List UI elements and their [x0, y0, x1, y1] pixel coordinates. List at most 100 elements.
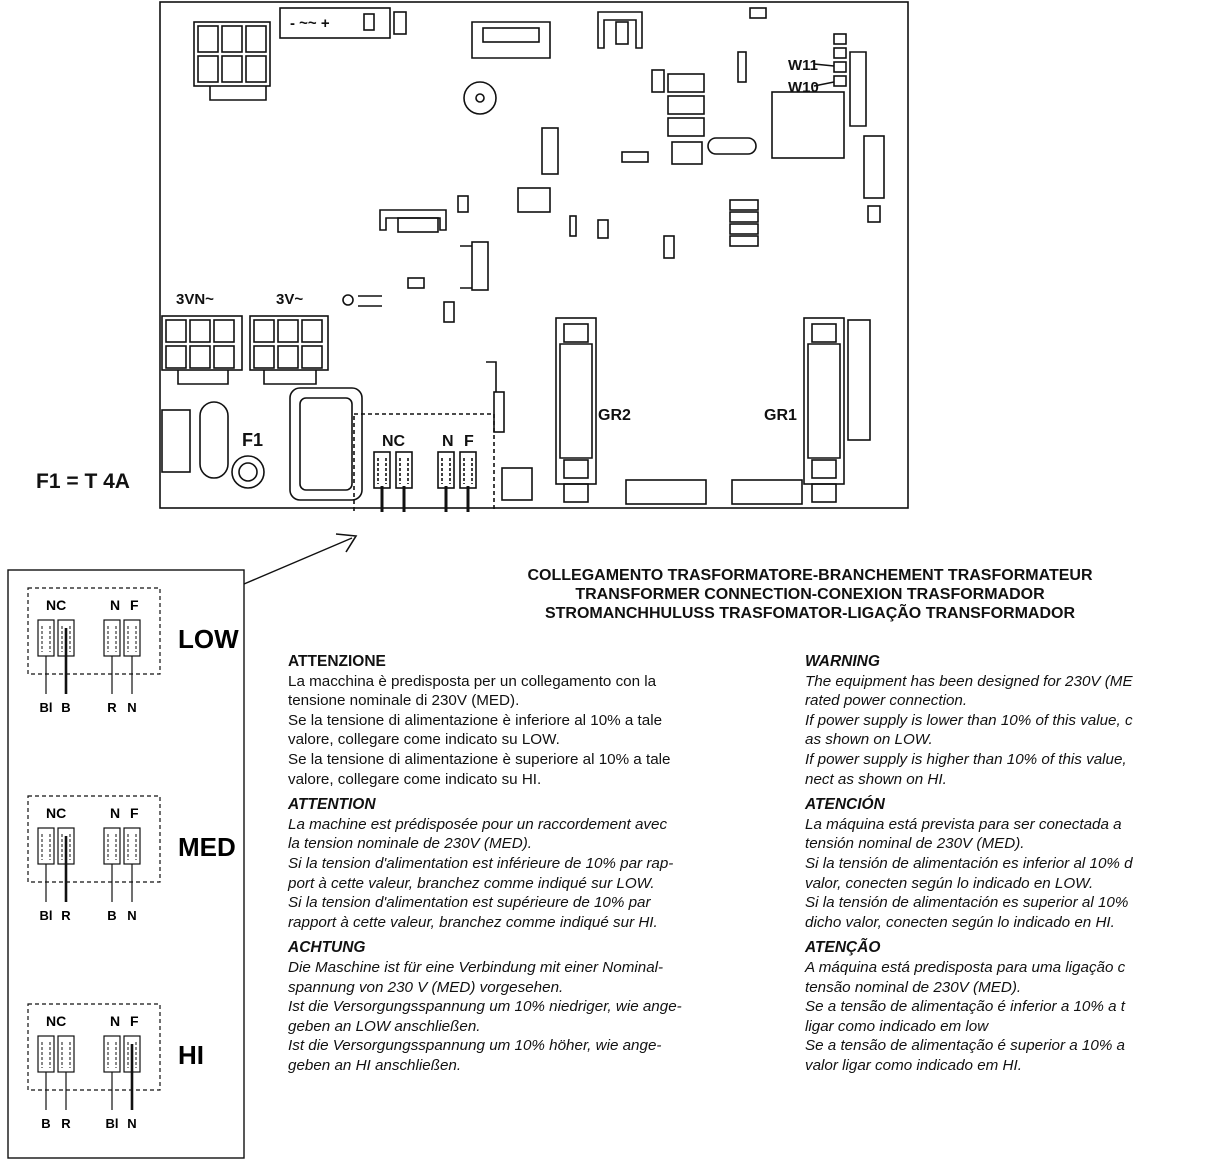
section-heading: ACHTUNG	[288, 939, 366, 957]
section-heading: ATENÇÃO	[805, 939, 881, 957]
section-text-line: Si la tension d'alimentation est supérie…	[288, 894, 651, 912]
section-heading: WARNING	[805, 653, 880, 670]
config-f-label: F	[130, 597, 139, 613]
section-text-line: If power supply is higher than 10% of th…	[805, 750, 1127, 768]
callout-arrow	[335, 533, 358, 553]
config-f-label: F	[130, 805, 139, 821]
config-box	[27, 795, 161, 883]
config-mode-label: HI	[178, 1040, 204, 1070]
wire-color-label: B	[61, 700, 70, 715]
microcontroller	[771, 91, 845, 159]
terminal-highlight-box	[353, 413, 495, 512]
section-heading: ATENCIÓN	[805, 796, 885, 814]
terminal	[103, 1035, 121, 1073]
connector-3v	[249, 315, 329, 371]
label-w10: W10	[788, 79, 819, 96]
section-text-line: Ist die Versorgungsspannung um 10% höher…	[288, 1037, 662, 1055]
wire-color-label: Bl	[106, 1116, 119, 1131]
label-w11: W11	[788, 57, 818, 74]
section-text-line: If power supply is lower than 10% of thi…	[805, 711, 1133, 729]
terminal	[37, 827, 55, 865]
section-text-line: Die Maschine ist für eine Verbindung mit…	[288, 958, 664, 976]
wire-color-label: R	[61, 908, 71, 923]
label-3v: 3V~	[276, 291, 303, 308]
section-text-line: Ist die Versorgungsspannung um 10% niedr…	[288, 998, 682, 1016]
config-nc-label: NC	[46, 1013, 66, 1029]
section-heading: ATTENTION	[288, 796, 376, 814]
section-text-line: geben an LOW anschließen.	[288, 1017, 481, 1035]
section-text-line: ligar como indicado em low	[805, 1017, 989, 1035]
section-text-line: Si la tension d'alimentation est inférie…	[288, 854, 674, 872]
terminal	[57, 1035, 75, 1073]
config-n-label: N	[110, 1013, 120, 1029]
diagram-titles: COLLEGAMENTO TRASFORMATORE-BRANCHEMENT T…	[405, 566, 1215, 623]
connector-gr2	[555, 317, 597, 485]
fuse-rating-label: F1 = T 4A	[36, 470, 130, 493]
label-3vn: 3VN~	[176, 291, 214, 308]
section-text-line: A máquina está predisposta para uma liga…	[805, 958, 1126, 976]
wire-color-label: B	[107, 908, 116, 923]
section-text-line: rapport à cette valeur, branchez comme i…	[288, 913, 658, 931]
connector-top-left	[193, 21, 271, 87]
config-f-label: F	[130, 1013, 139, 1029]
section-text-line: Se la tensione di alimentazione è inferi…	[288, 711, 663, 729]
label-dc: - ~~ +	[290, 15, 330, 32]
callout-frame	[7, 569, 245, 1159]
section-text-line: Se a tensão de alimentação é inferior a …	[805, 998, 1125, 1016]
wire-color-label: B	[41, 1116, 50, 1131]
label-n: N	[442, 433, 454, 450]
section-text-line: spannung von 230 V (MED) vorgesehen.	[288, 978, 564, 996]
section-text-line: Si la tensión de alimentación es superio…	[805, 894, 1129, 912]
section-text-line: La machine est prédisposée pour un racco…	[288, 815, 668, 833]
section-text-line: valor ligar como indicado em HI.	[805, 1056, 1022, 1074]
section-text-line: rated power connection.	[805, 692, 968, 710]
label-f: F	[464, 433, 474, 450]
instructions-right-column: WARNING The equipment has been designed f…	[805, 652, 1223, 1075]
config-mode-label: LOW	[178, 624, 239, 654]
section-text-line: valore, collegare come indicato su HI.	[288, 770, 542, 788]
section-text-line: La macchina è predisposta per un collega…	[288, 672, 657, 690]
section-text-line: nect as shown on HI.	[805, 770, 947, 788]
section-text-line: port à cette valeur, branchez comme indi…	[288, 874, 655, 892]
section-text-line: The equipment has been designed for 230V…	[805, 672, 1133, 690]
title-line-3: STROMANCHHULUSS TRASFOMATOR-LIGAÇÃO TRAN…	[544, 605, 1076, 622]
instructions-left-column: ATTENZIONE La macchina è predisposta per …	[288, 652, 808, 1075]
label-gr2: GR2	[598, 407, 631, 424]
wire-color-label: R	[107, 700, 117, 715]
section-text-line: tensão nominal de 230V (MED).	[805, 978, 1022, 996]
terminal	[123, 619, 141, 657]
buzzer	[463, 81, 497, 115]
section-text-line: Se a tensão de alimentação é superior a …	[805, 1037, 1125, 1055]
section-heading: ATTENZIONE	[288, 653, 386, 670]
label-nc: NC	[382, 433, 406, 450]
section-text-line: Si la tensión de alimentación es inferio…	[805, 854, 1133, 872]
config-n-label: N	[110, 597, 120, 613]
label-gr1: GR1	[764, 407, 797, 424]
wire-color-label: N	[127, 908, 136, 923]
section-text-line: valore, collegare come indicato su LOW.	[288, 731, 560, 749]
terminal	[123, 827, 141, 865]
title-line-2: TRANSFORMER CONNECTION-CONEXION TRASFORM…	[575, 586, 1045, 603]
wire-color-label: Bl	[40, 700, 53, 715]
terminal	[103, 827, 121, 865]
section-text-line: La máquina está prevista para ser conect…	[805, 815, 1122, 833]
terminal	[37, 1035, 55, 1073]
pcb-board-diagram: - ~~ + W11 W10 3VN~ 3V~ F1 GR2 GR1 NC N …	[159, 1, 909, 512]
dc-supply-block	[279, 7, 391, 39]
terminal	[37, 619, 55, 657]
section-text-line: la tension nominale de 230V (MED).	[288, 835, 532, 853]
section-text-line: dicho valor, conecten según lo indicado …	[805, 913, 1115, 931]
config-n-label: N	[110, 805, 120, 821]
wire-color-label: N	[127, 700, 136, 715]
config-box	[27, 1003, 161, 1091]
title-line-1: COLLEGAMENTO TRASFORMATORE-BRANCHEMENT T…	[527, 567, 1093, 584]
section-text-line: tensione nominale di 230V (MED).	[288, 692, 520, 710]
wire-color-label: Bl	[40, 908, 53, 923]
connector-gr1	[803, 317, 845, 485]
config-mode-label: MED	[178, 832, 236, 862]
section-text-line: as shown on LOW.	[805, 731, 933, 749]
label-f1: F1	[242, 430, 263, 450]
board-outline	[159, 1, 909, 509]
terminal	[103, 619, 121, 657]
